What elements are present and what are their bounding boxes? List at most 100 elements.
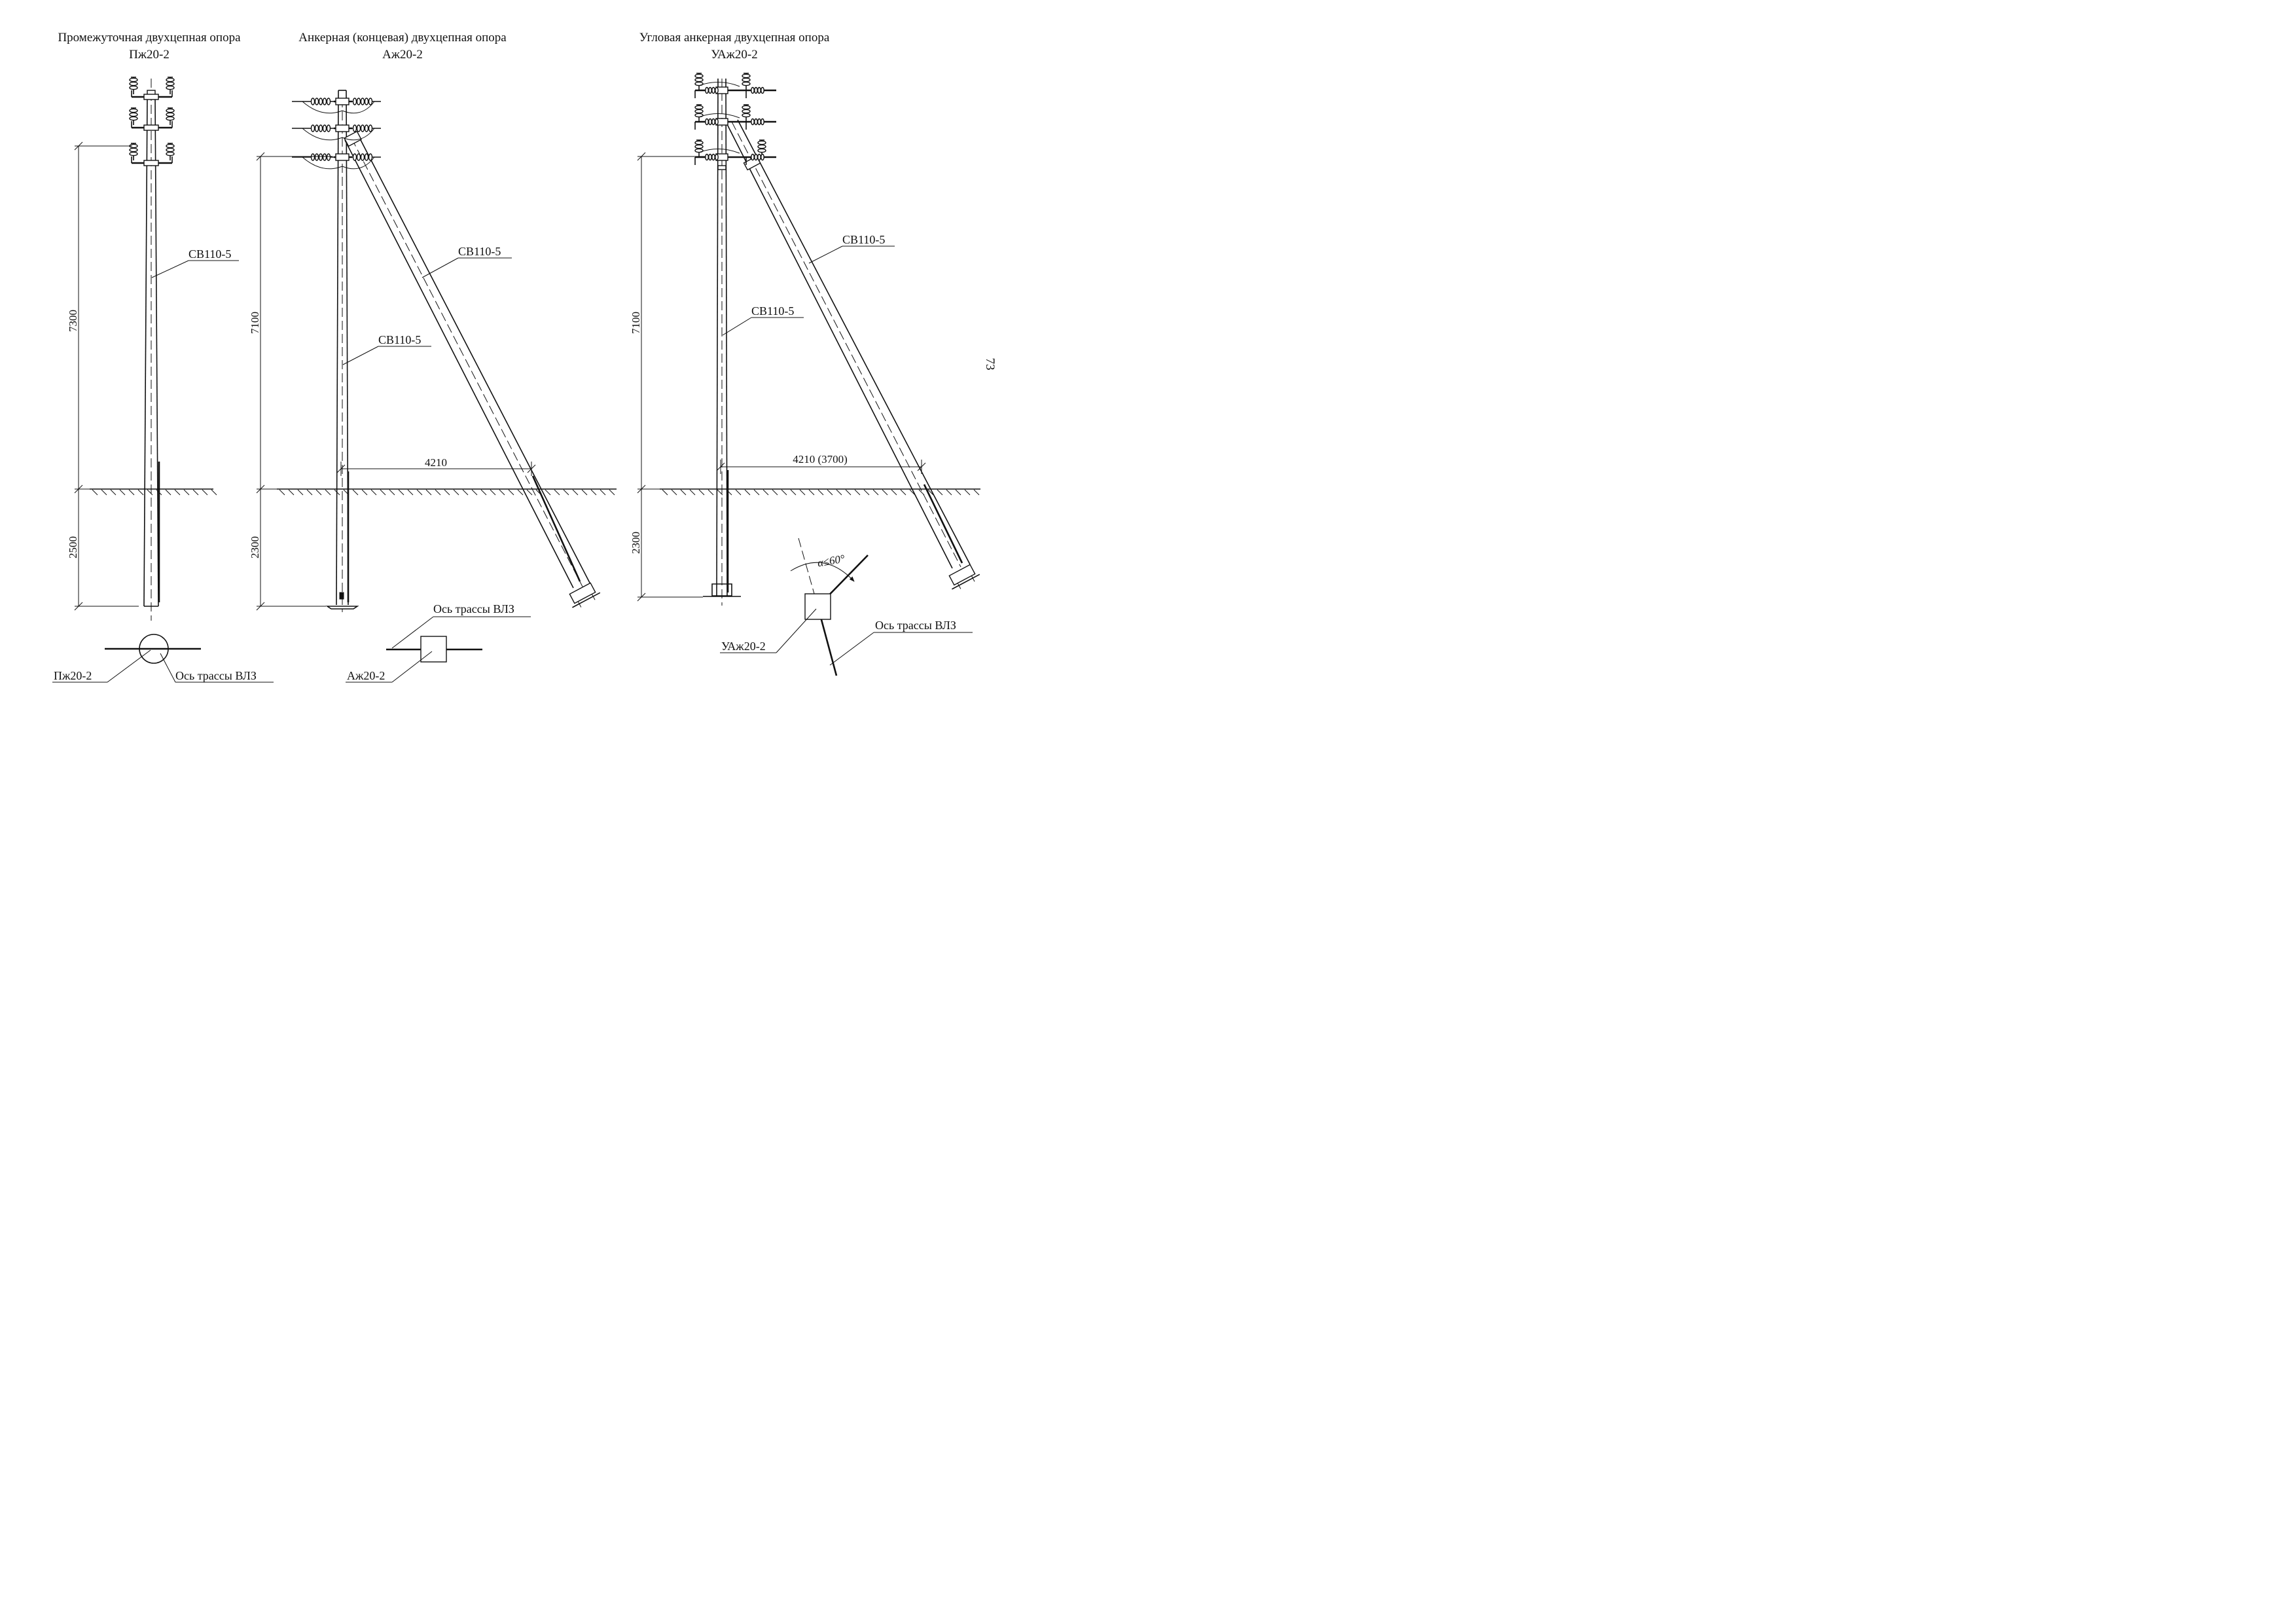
insulator-shed [129,77,138,82]
support-3-elevation: 7100 2300 4210 (3700) СВ110-5 СВ110-5 [630,73,980,606]
insulator-shed [166,112,175,117]
ground-hatch [563,489,569,496]
ground-hatch [137,489,144,496]
insulator-shed [757,140,766,145]
strain-insulator-disc [322,124,327,132]
strain-insulator-disc [318,153,323,161]
strain-insulator-disc [754,153,758,161]
ground-hatch [306,489,313,496]
insulator-shed [694,105,704,110]
arm-clamp [335,153,350,161]
arm-clamp [143,160,159,166]
ground-hatch [827,489,833,496]
ground-hatch [937,489,943,496]
strain-insulator-disc [360,153,365,161]
ground-hatch [836,489,842,496]
ground-hatch [554,489,560,496]
insulator-shed [694,148,704,153]
insulator-shed [129,112,138,117]
ground-line [277,488,617,496]
ground-hatch [772,489,778,496]
insulator-shed [742,81,751,86]
dim-above-ground: 7300 [67,310,79,332]
ground-hatch [680,489,687,496]
strain-insulator-disc [360,124,365,132]
insulator-shed [694,144,704,149]
strain-insulator-disc [356,124,361,132]
jumper-loop [700,82,740,87]
strain-insulator-disc [318,98,323,105]
arm-clamp [335,124,350,132]
strain-insulator-disc [705,153,709,161]
strain-insulator-disc [757,153,761,161]
ground-hatch [435,489,441,496]
insulator-shed [129,108,138,113]
strut-label: СВ110-5 [458,245,501,258]
ground-hatch [202,489,208,496]
dim-below-ground: 2500 [67,536,79,558]
angle-cross-arms [694,73,776,165]
strut [726,119,980,590]
jumper-loop [700,149,740,154]
strain-insulator-disc [761,153,764,161]
dimension-lines [256,152,536,611]
strut-label: СВ110-5 [842,233,885,246]
support-2-title: Анкерная (концевая) двухцепная опора [298,31,507,45]
ground-hatch [973,489,980,496]
support-3-code: УАж20-2 [711,48,758,62]
jumper-loop [302,101,375,114]
insulator-shed [694,109,704,114]
insulator-shed [166,81,175,86]
plan-label: УАж20-2 [721,640,766,653]
ground-hatch [790,489,797,496]
ground-hatch [370,489,377,496]
ground-hatch [671,489,677,496]
insulator-shed [742,73,751,79]
strain-insulator-disc [352,98,357,105]
strain-insulator-disc [352,124,357,132]
dim-below-ground: 2300 [630,532,642,554]
ground-hatch [799,489,806,496]
ground-hatch [389,489,395,496]
strain-insulator-disc [754,86,758,94]
pole-label: СВ110-5 [188,247,231,261]
support-3-title: Угловая анкерная двухцепная опора [639,31,830,45]
arm-clamp [335,98,350,105]
ground-hatch [863,489,870,496]
support-2-plan: Ось трассы ВЛЗ Аж20-2 [346,602,531,683]
dimension-lines [637,152,926,602]
ground-hatch [689,489,696,496]
plan-label: Аж20-2 [347,669,385,682]
insulator-shed [166,108,175,113]
ground-hatch [662,489,668,496]
ground-hatch [545,489,551,496]
pole-label: СВ110-5 [751,304,794,318]
strain-insulator-disc [761,86,764,94]
strain-insulator-disc [711,153,715,161]
strain-insulator-disc [314,153,319,161]
ground-hatch [499,489,505,496]
strain-insulator-disc [705,86,709,94]
ground-hatch [891,489,897,496]
insulator-shed [742,113,751,118]
strain-insulator-disc [705,118,709,126]
ground-hatch [854,489,861,496]
jumper-loop [302,156,375,170]
insulator-shed [694,77,704,82]
angle-label: α≤60° [816,552,846,569]
strain-insulator-disc [754,118,758,126]
ground-hatch [526,489,533,496]
strain-insulator-disc [751,86,755,94]
insulator-shed [742,77,751,82]
insulator-shed [694,113,704,118]
ground-hatch [407,489,414,496]
ground-hatch [781,489,787,496]
insulator-shed [129,85,138,90]
insulator-shed [166,147,175,153]
dim-above-ground: 7100 [249,312,261,334]
ground-hatch [110,489,117,496]
ground-hatch [398,489,404,496]
strain-insulator-disc [352,153,357,161]
ground-hatch [325,489,331,496]
pole-label: СВ110-5 [378,333,421,346]
